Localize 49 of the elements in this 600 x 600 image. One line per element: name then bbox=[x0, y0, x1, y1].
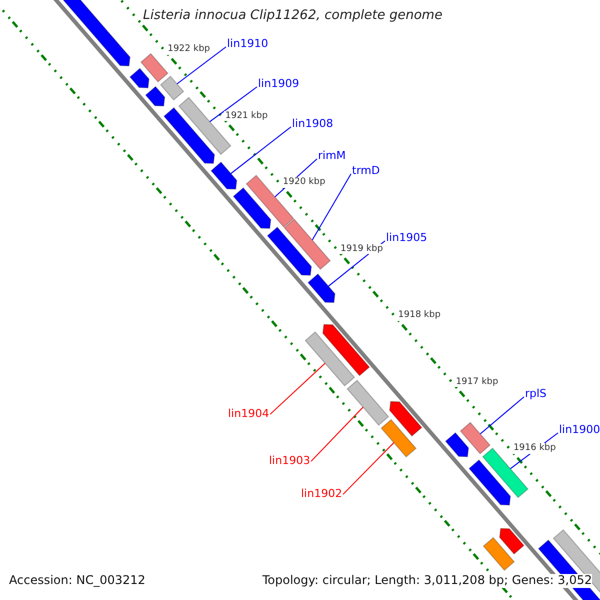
gene-name: lin1908 bbox=[292, 118, 334, 131]
gene-name: lin1910 bbox=[227, 38, 268, 51]
scale-label: 1922 kbp bbox=[166, 44, 212, 55]
leader-line bbox=[209, 86, 258, 122]
gene-name: trmD bbox=[352, 165, 380, 178]
gene-block bbox=[304, 331, 356, 387]
gene-block bbox=[284, 218, 331, 270]
gene-name: rimM bbox=[318, 150, 346, 163]
leader-line bbox=[230, 126, 292, 174]
scale-label: 1919 kbp bbox=[340, 244, 384, 254]
gene-block bbox=[160, 76, 184, 101]
leader-line bbox=[176, 46, 226, 84]
pointed-gene-block bbox=[322, 324, 370, 376]
scale-label: 1918 kbp bbox=[397, 310, 442, 321]
pointed-gene-block bbox=[307, 273, 336, 303]
leader-line bbox=[312, 173, 352, 240]
footer-text: Accession: NC_003212 bbox=[9, 574, 146, 588]
gene-name: lin1903 bbox=[269, 455, 310, 468]
gene-block bbox=[346, 380, 390, 426]
gene-name: lin1902 bbox=[301, 488, 342, 501]
gene-block bbox=[482, 536, 515, 571]
pointed-gene-block bbox=[144, 86, 166, 106]
pointed-gene-block bbox=[499, 528, 525, 555]
pointed-gene-block bbox=[232, 187, 272, 229]
pointed-gene-block bbox=[163, 107, 215, 164]
pointed-gene-block bbox=[266, 226, 312, 276]
gene-block bbox=[140, 52, 169, 83]
pointed-gene-block bbox=[129, 68, 150, 88]
leader-line bbox=[270, 362, 326, 415]
scale-label: 1921 kbp bbox=[224, 110, 269, 122]
leader-line bbox=[480, 396, 524, 434]
gene-block bbox=[460, 422, 491, 454]
pointed-gene-block bbox=[444, 432, 470, 458]
gene-name: rplS bbox=[525, 388, 547, 401]
pointed-gene-block bbox=[210, 161, 238, 190]
pointed-gene-block bbox=[389, 401, 422, 437]
gene-name: lin1904 bbox=[228, 408, 270, 421]
scale-label: 1917 kbp bbox=[454, 376, 500, 388]
gene-name: lin1900 bbox=[559, 424, 600, 437]
gene-name: lin1909 bbox=[258, 78, 300, 91]
map-title: Listeria innocua Clip11262, complete genome bbox=[143, 9, 442, 24]
scale-label: 1916 kbp bbox=[512, 443, 557, 454]
leader-line bbox=[342, 442, 394, 495]
gene-block bbox=[380, 418, 417, 458]
scale-label: 1920 kbp bbox=[282, 177, 326, 188]
leader-line bbox=[310, 406, 364, 462]
pointed-gene-block bbox=[468, 459, 511, 506]
gene-name: lin1905 bbox=[386, 232, 428, 245]
footer-text: Topology: circular; Length: 3,011,208 bp; Genes: 3,052 bbox=[262, 574, 592, 588]
